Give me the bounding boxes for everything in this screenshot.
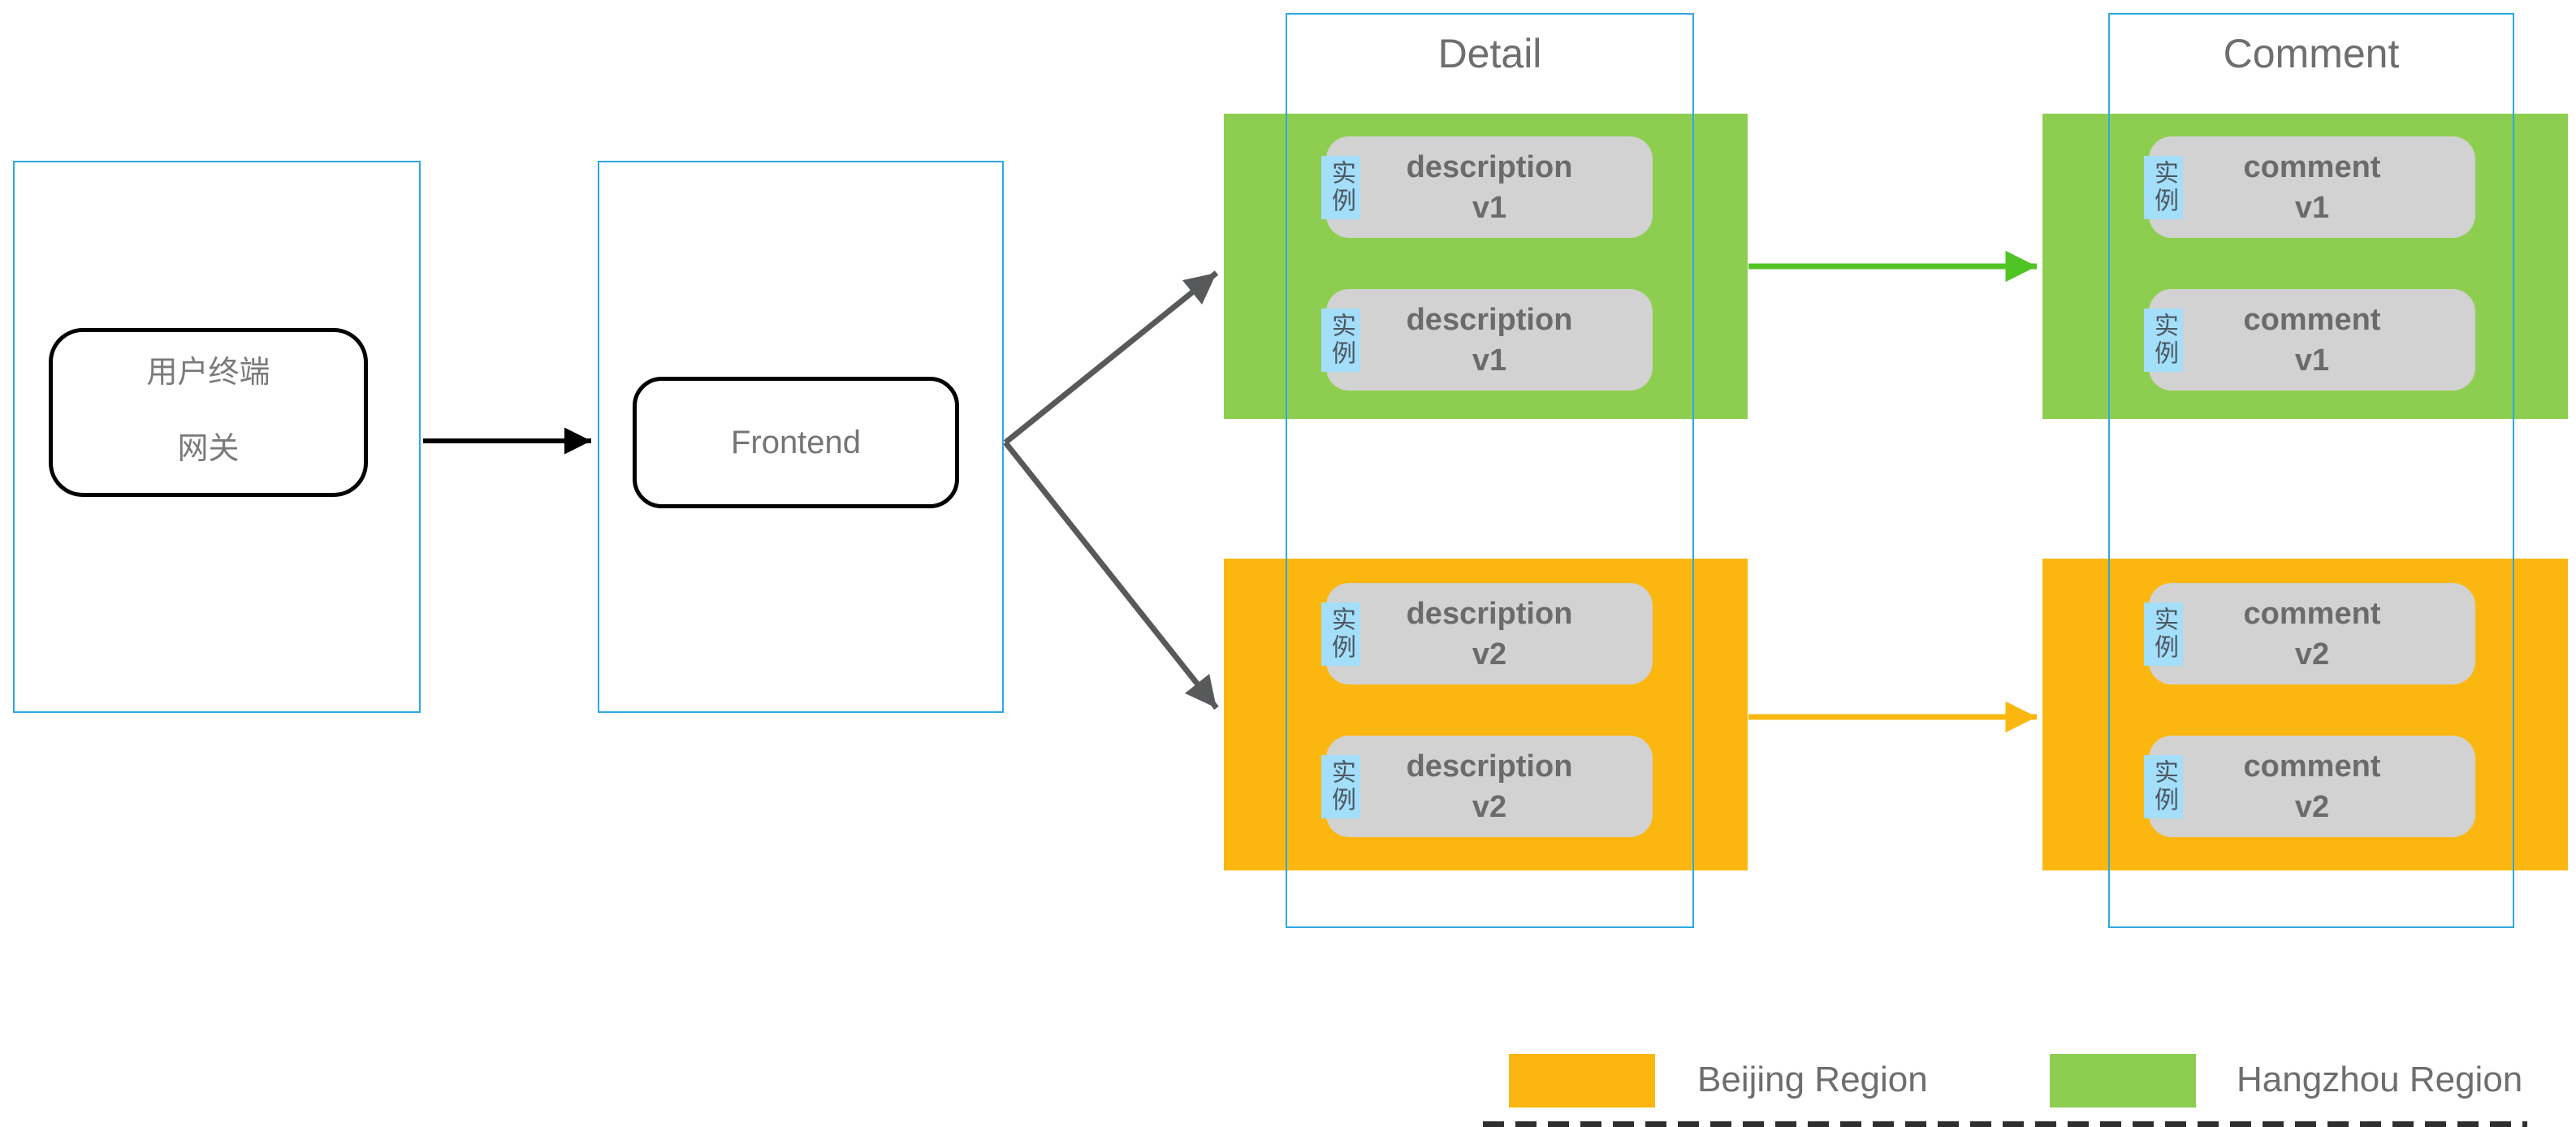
comment-instance-hz-1: comment v1 bbox=[2149, 136, 2475, 238]
comment-instance-hz-2: comment v1 bbox=[2149, 289, 2475, 391]
arrow-frontend-to-beijing-detail bbox=[1003, 440, 1219, 710]
detail-instance-bj-1: description v2 bbox=[1326, 583, 1653, 684]
instance-version: v1 bbox=[1472, 190, 1507, 225]
instance-badge: 实例 bbox=[2144, 755, 2183, 818]
instance-badge: 实例 bbox=[2144, 309, 2183, 372]
comment-instance-bj-2: comment v2 bbox=[2149, 736, 2475, 837]
instance-version: v1 bbox=[1472, 343, 1507, 378]
legend-label-hangzhou: Hangzhou Region bbox=[2237, 1060, 2523, 1099]
comment-instance-bj-1: comment v2 bbox=[2149, 583, 2475, 684]
detail-instance-bj-2: description v2 bbox=[1326, 736, 1653, 837]
detail-column-rect bbox=[1286, 13, 1694, 928]
instance-name: comment bbox=[2243, 149, 2381, 184]
instance-badge: 实例 bbox=[1321, 602, 1360, 666]
instance-version: v2 bbox=[1472, 637, 1507, 671]
instance-name: description bbox=[1406, 302, 1573, 337]
arrow-frontend-to-hangzhou-detail bbox=[1003, 270, 1219, 445]
bottom-edge-dashes bbox=[1483, 1121, 2527, 1127]
comment-column-rect bbox=[2108, 13, 2514, 928]
frontend-node: Frontend bbox=[633, 377, 959, 508]
instance-name: description bbox=[1406, 749, 1573, 784]
frontend-label: Frontend bbox=[730, 425, 862, 460]
instance-name: comment bbox=[2243, 749, 2381, 784]
instance-name: comment bbox=[2243, 596, 2381, 631]
instance-version: v2 bbox=[1472, 789, 1507, 824]
legend-swatch-hangzhou bbox=[2050, 1054, 2196, 1108]
comment-column-title: Comment bbox=[2223, 31, 2400, 76]
instance-badge: 实例 bbox=[1321, 156, 1360, 219]
legend-label-beijing: Beijing Region bbox=[1697, 1060, 1928, 1099]
instance-name: description bbox=[1406, 149, 1573, 184]
user-terminal-gateway-node: 用户终端 网关 bbox=[49, 328, 368, 497]
detail-instance-hz-1: description v1 bbox=[1326, 136, 1653, 238]
instance-version: v1 bbox=[2294, 343, 2330, 378]
detail-column-title: Detail bbox=[1437, 31, 1542, 76]
instance-badge: 实例 bbox=[2144, 156, 2183, 219]
user-terminal-label: 用户终端 bbox=[146, 356, 270, 390]
instance-version: v1 bbox=[2294, 190, 2330, 225]
terminal-container-rect bbox=[13, 161, 421, 713]
instance-badge: 实例 bbox=[2144, 602, 2183, 666]
instance-name: comment bbox=[2243, 302, 2381, 337]
instance-name: description bbox=[1406, 596, 1573, 631]
instance-version: v2 bbox=[2294, 637, 2330, 671]
instance-badge: 实例 bbox=[1321, 755, 1360, 818]
detail-instance-hz-2: description v1 bbox=[1326, 289, 1653, 391]
instance-version: v2 bbox=[2294, 789, 2330, 824]
frontend-container-rect bbox=[598, 161, 1004, 713]
gateway-label: 网关 bbox=[177, 432, 240, 466]
instance-badge: 实例 bbox=[1321, 309, 1360, 372]
legend-swatch-beijing bbox=[1509, 1054, 1655, 1108]
